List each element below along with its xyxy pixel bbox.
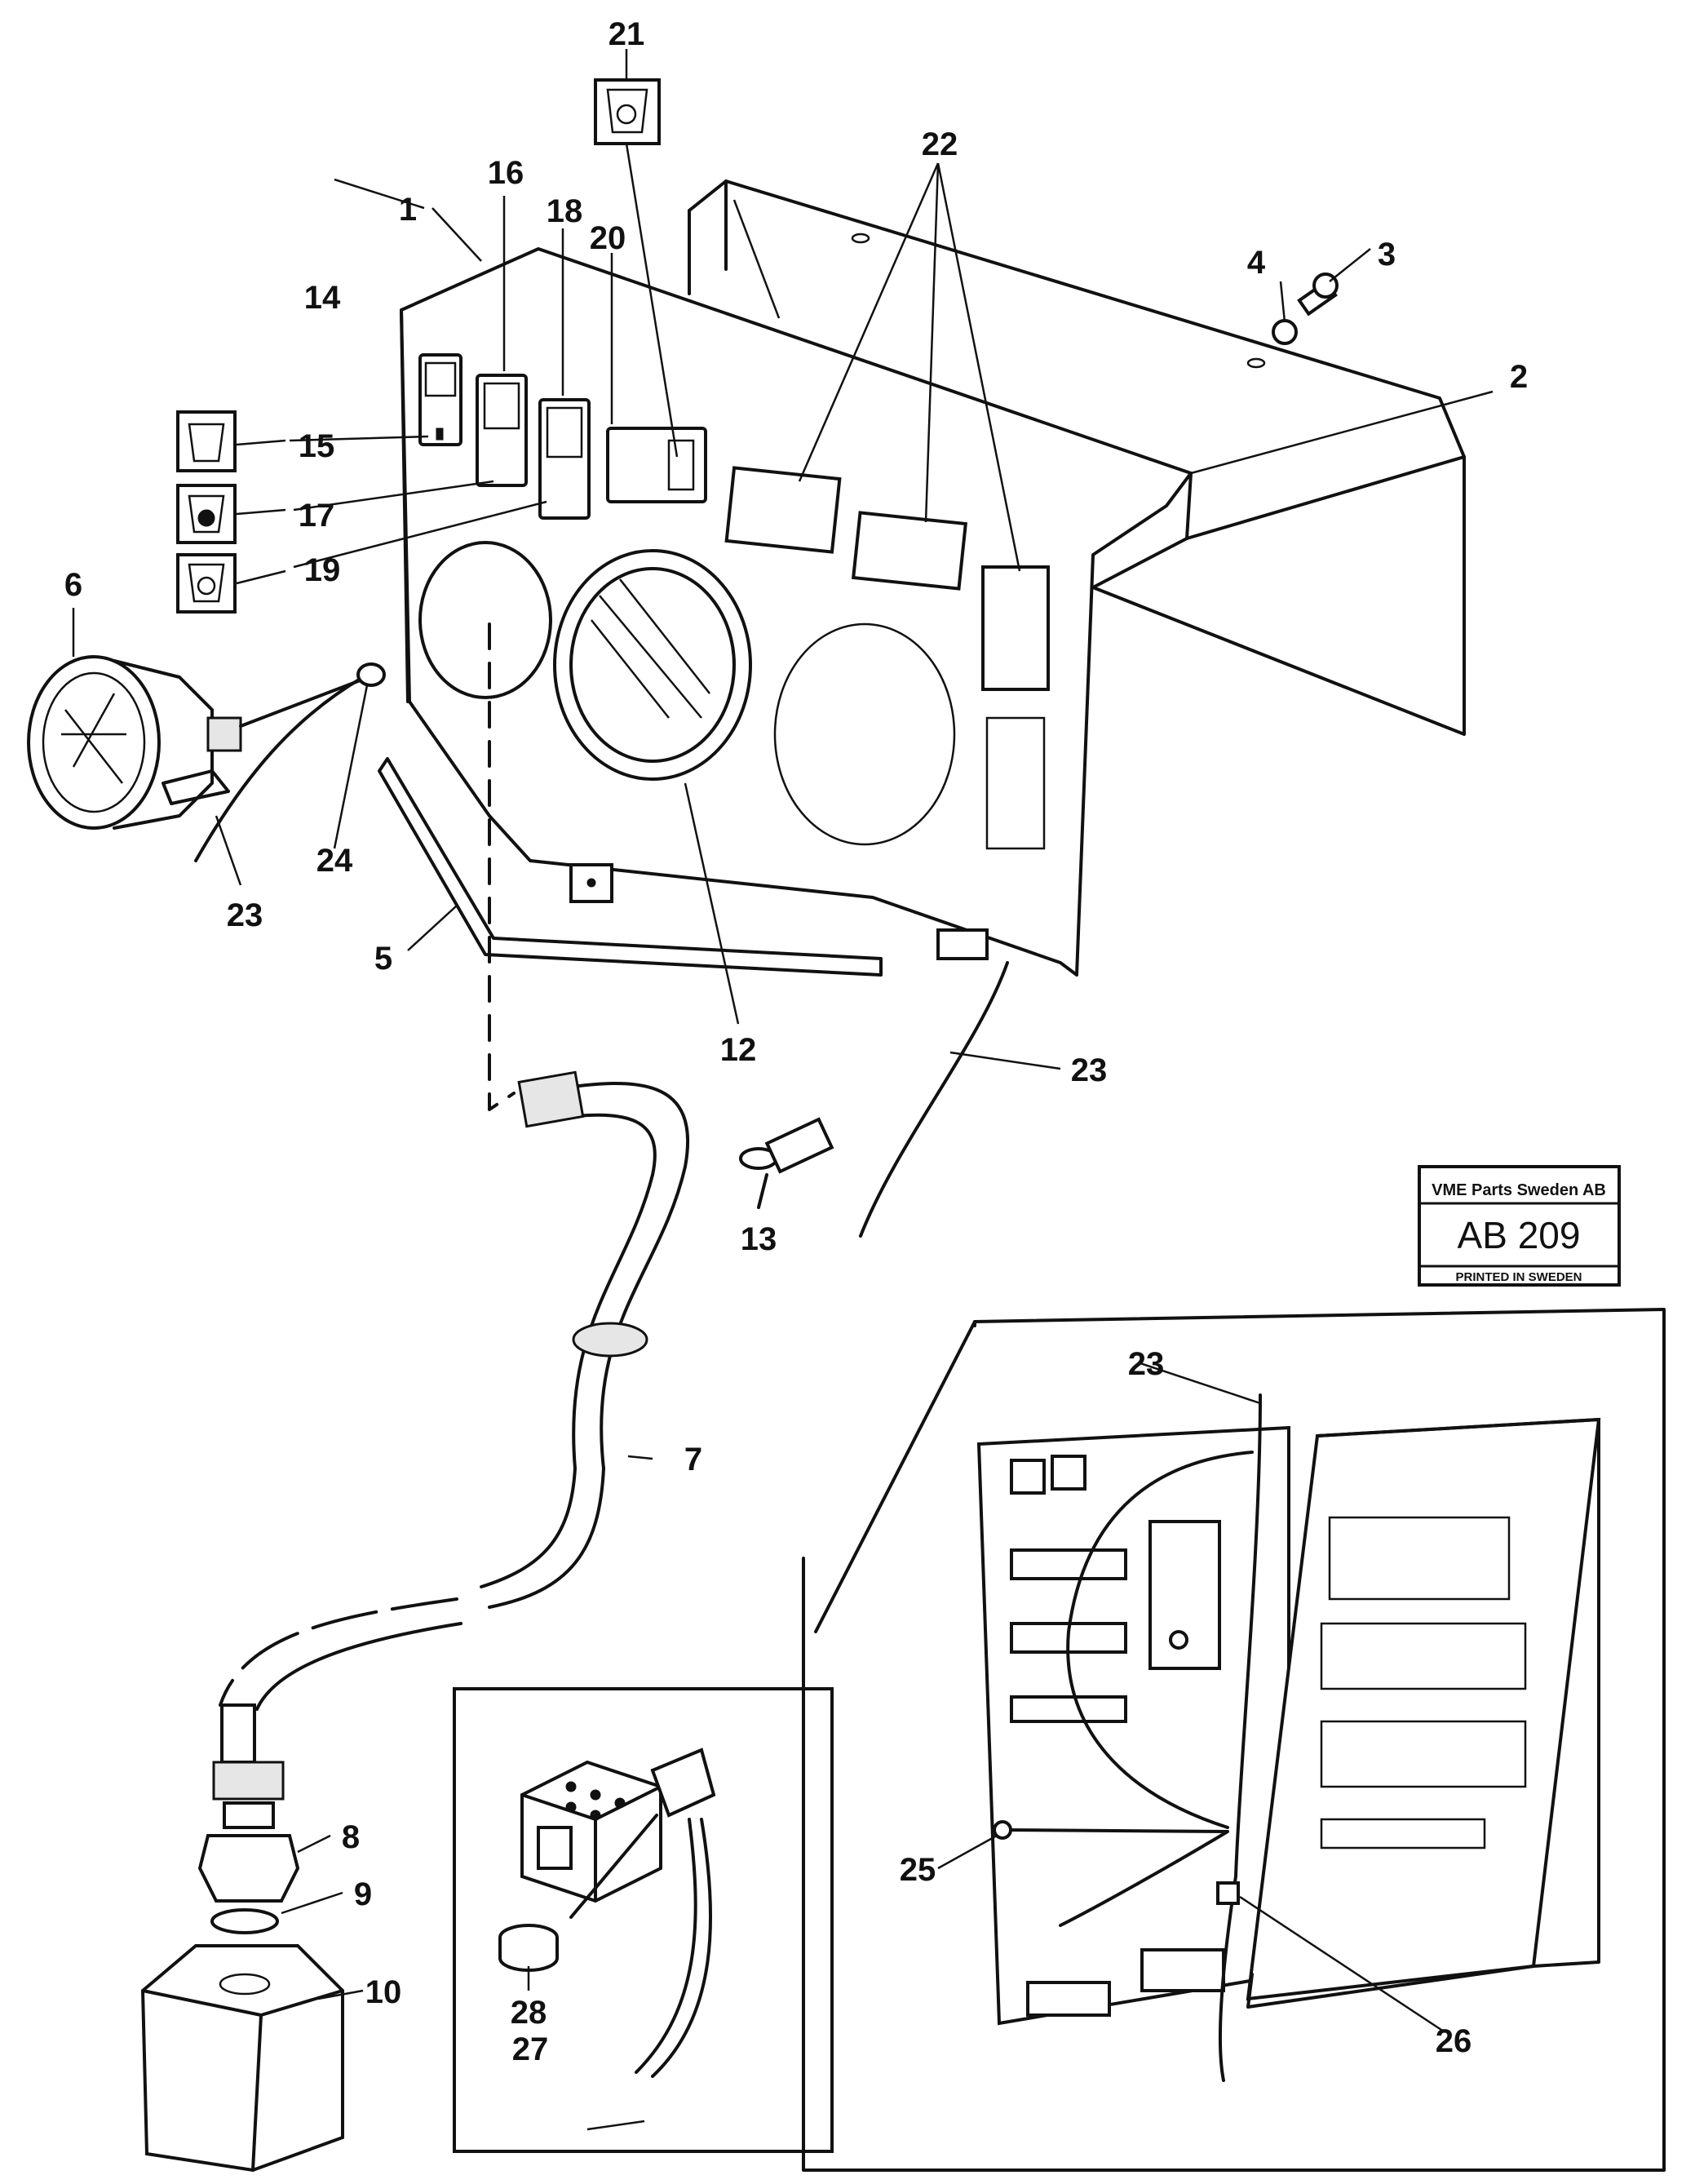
pressure-gauge-icon bbox=[27, 655, 381, 830]
callout-23-cabinet: 23 bbox=[1128, 1346, 1165, 1382]
title-company: VME Parts Sweden AB bbox=[1432, 1181, 1606, 1199]
washer-4 bbox=[1272, 319, 1298, 345]
block-10 bbox=[140, 1944, 344, 2173]
callout-26: 26 bbox=[1436, 2023, 1472, 2059]
callout-2: 2 bbox=[1510, 359, 1528, 395]
leader-lines bbox=[72, 49, 1494, 2131]
callout-23-gauge: 23 bbox=[227, 897, 263, 933]
indicator-window-22b bbox=[851, 511, 968, 591]
inset-electrical-cabinet bbox=[802, 1308, 1666, 2172]
callout-17: 17 bbox=[299, 498, 335, 534]
indicator-window-22c bbox=[981, 565, 1050, 691]
callout-numbers: 21 22 16 18 1 20 4 3 2 14 15 17 19 6 24 … bbox=[64, 16, 1528, 2067]
indicator-window-22a bbox=[724, 466, 842, 554]
fitting-8 bbox=[197, 1703, 300, 1903]
coolant-temp-symbol-icon bbox=[176, 410, 237, 472]
callout-10: 10 bbox=[365, 1974, 402, 2010]
panel-cover-2 bbox=[688, 179, 1466, 736]
callout-18: 18 bbox=[547, 193, 583, 229]
inset-relay-box bbox=[453, 1687, 834, 2153]
callout-25: 25 bbox=[900, 1852, 936, 1888]
callout-7: 7 bbox=[684, 1442, 702, 1477]
hose-7 bbox=[219, 1070, 690, 1711]
rocker-switch-14 bbox=[418, 353, 462, 446]
oil-pressure-symbol-icon bbox=[176, 484, 237, 544]
washer-9 bbox=[210, 1908, 279, 1934]
callout-12: 12 bbox=[720, 1032, 757, 1068]
callout-15: 15 bbox=[299, 428, 335, 464]
wire-23-right bbox=[859, 961, 1009, 1238]
callout-28: 28 bbox=[511, 1995, 547, 2031]
wire-23-gauge bbox=[194, 676, 365, 862]
callout-19: 19 bbox=[304, 552, 341, 588]
callout-5: 5 bbox=[374, 941, 392, 977]
title-code: AB 209 bbox=[1458, 1214, 1581, 1256]
callout-3: 3 bbox=[1378, 237, 1396, 272]
nut-24 bbox=[356, 662, 386, 687]
callout-27: 27 bbox=[512, 2031, 549, 2067]
routing-dashed-line bbox=[488, 622, 516, 1111]
callout-16: 16 bbox=[488, 155, 524, 191]
rocker-switch-16 bbox=[476, 374, 528, 487]
fuel-level-symbol-icon bbox=[176, 553, 237, 614]
gauge-hole-right bbox=[773, 622, 956, 846]
title-printed: PRINTED IN SWEDEN bbox=[1455, 1270, 1582, 1284]
switch-20 bbox=[606, 427, 707, 503]
callout-14: 14 bbox=[304, 280, 341, 316]
callout-8: 8 bbox=[342, 1819, 360, 1855]
callout-4: 4 bbox=[1247, 245, 1266, 281]
engine-oil-symbol-icon bbox=[594, 78, 661, 145]
callout-23-right: 23 bbox=[1071, 1052, 1108, 1088]
callout-13: 13 bbox=[741, 1221, 777, 1257]
rocker-switch-18 bbox=[538, 398, 591, 520]
strap-5 bbox=[378, 757, 883, 977]
instrument-panel-1 bbox=[400, 247, 1193, 977]
callout-9: 9 bbox=[354, 1876, 372, 1912]
callout-20: 20 bbox=[590, 220, 626, 256]
indicator-bulb-icon bbox=[739, 1117, 834, 1174]
grommet-26 bbox=[1216, 1881, 1240, 1905]
gauge-hole-12 bbox=[553, 549, 752, 781]
callout-24: 24 bbox=[316, 843, 353, 879]
callout-21: 21 bbox=[609, 16, 645, 52]
callout-6: 6 bbox=[64, 567, 82, 603]
callout-1: 1 bbox=[399, 192, 417, 228]
callout-22: 22 bbox=[922, 126, 958, 162]
title-block: VME Parts Sweden AB AB 209 PRINTED IN SW… bbox=[1418, 1165, 1621, 1287]
gauge-hole-left bbox=[418, 541, 552, 699]
